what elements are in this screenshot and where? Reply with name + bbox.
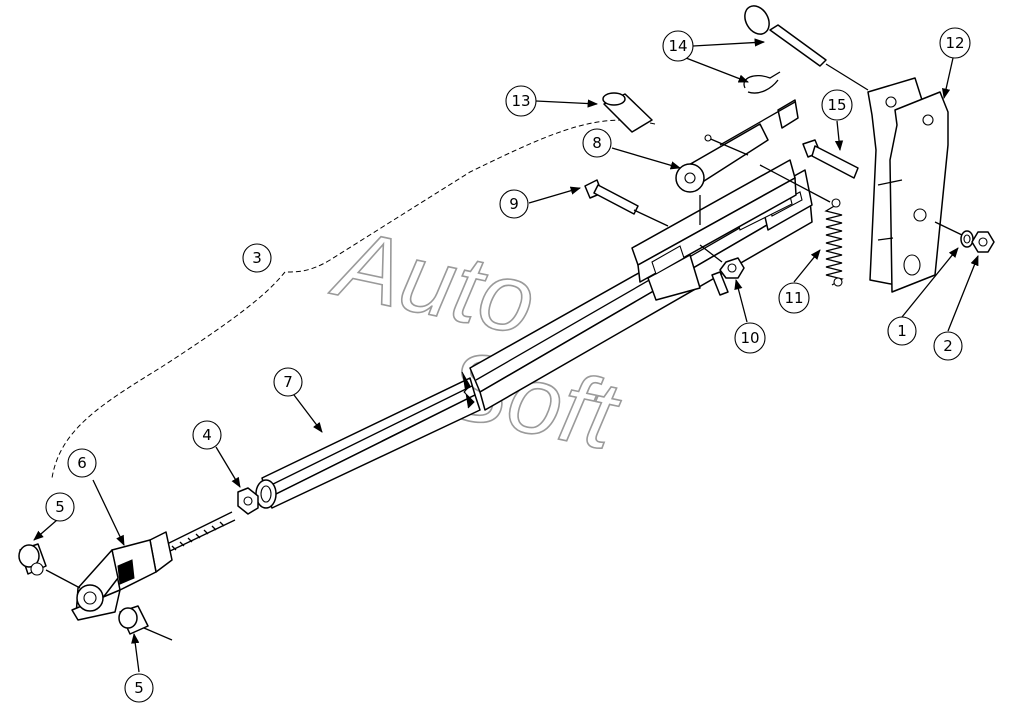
callout-15: 15: [821, 89, 853, 121]
callout-label: 13: [511, 92, 530, 110]
part-9-bolt: [584, 179, 669, 227]
callout-label: 5: [134, 679, 144, 697]
bolt-shaft: [934, 221, 963, 236]
callout-13: 13: [505, 85, 537, 117]
part-6-clevis: [71, 511, 236, 621]
slider-bar: [631, 99, 799, 301]
part-8-plate: [675, 123, 769, 225]
callout-4: 4: [192, 420, 222, 450]
callout-5-lower: 5: [124, 673, 154, 703]
callout-6: 6: [67, 448, 97, 478]
callout-label: 6: [77, 454, 87, 472]
part-11-spring: [759, 164, 844, 287]
part-5-bushing-upper: [18, 543, 47, 576]
pin-axis-line: [45, 569, 81, 589]
callout-14: 14: [662, 30, 694, 62]
callout-label: 15: [827, 96, 846, 114]
callout-label: 3: [252, 249, 262, 267]
callout-label: 1: [897, 322, 907, 340]
part-1-washer: [960, 230, 974, 248]
callout-label: 8: [592, 134, 602, 152]
callout-9: 9: [499, 189, 529, 219]
part-2-nut: [971, 231, 995, 253]
part-15-bolt: [802, 139, 859, 179]
part-10-nut: [699, 244, 745, 296]
callout-10: 10: [734, 322, 766, 354]
leader-lines: [33, 38, 979, 673]
main-tube: [255, 371, 481, 509]
part-12-bracket: [867, 77, 949, 293]
part-4-nut: [237, 487, 259, 515]
callout-3: 3: [242, 243, 272, 273]
callout-1: 1: [887, 316, 917, 346]
part-14-pin: [743, 5, 869, 94]
callout-label: 10: [740, 329, 759, 347]
callout-label: 14: [668, 37, 687, 55]
callout-label: 4: [202, 426, 212, 444]
callout-11: 11: [778, 282, 810, 314]
callout-2: 2: [933, 331, 963, 361]
callout-7: 7: [273, 367, 303, 397]
callout-label: 11: [784, 289, 803, 307]
callout-8: 8: [582, 128, 612, 158]
part-13-sleeve: [602, 92, 653, 133]
callout-12: 12: [939, 27, 971, 59]
callout-label: 5: [55, 498, 65, 516]
watermark-line-1: Auto: [324, 209, 544, 356]
part-5-bushing-lower: [118, 605, 149, 635]
pin-axis-line-lower: [143, 627, 173, 641]
callout-label: 9: [509, 195, 519, 213]
callout-label: 7: [283, 373, 293, 391]
callout-label: 12: [945, 34, 964, 52]
callout-5-upper: 5: [45, 492, 75, 522]
assembly-bracket-3: [51, 119, 656, 479]
callout-label: 2: [943, 337, 953, 355]
